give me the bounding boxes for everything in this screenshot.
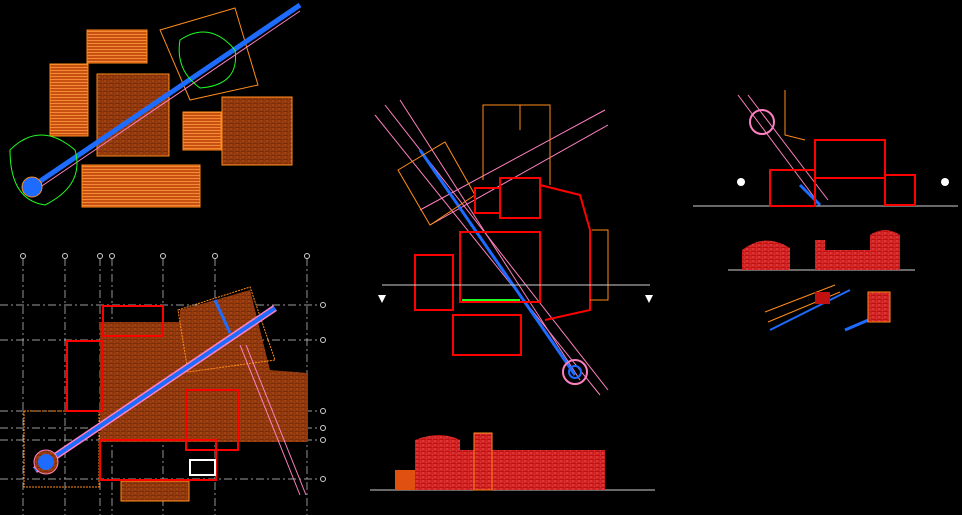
floor-plan-left [0, 253, 326, 515]
elevation-center [370, 432, 655, 491]
floor-plan-center [374, 99, 653, 396]
site-plan [9, 2, 302, 208]
elevation-right [728, 230, 915, 271]
detail-sketches [764, 284, 891, 332]
site-plan-right [693, 90, 958, 207]
